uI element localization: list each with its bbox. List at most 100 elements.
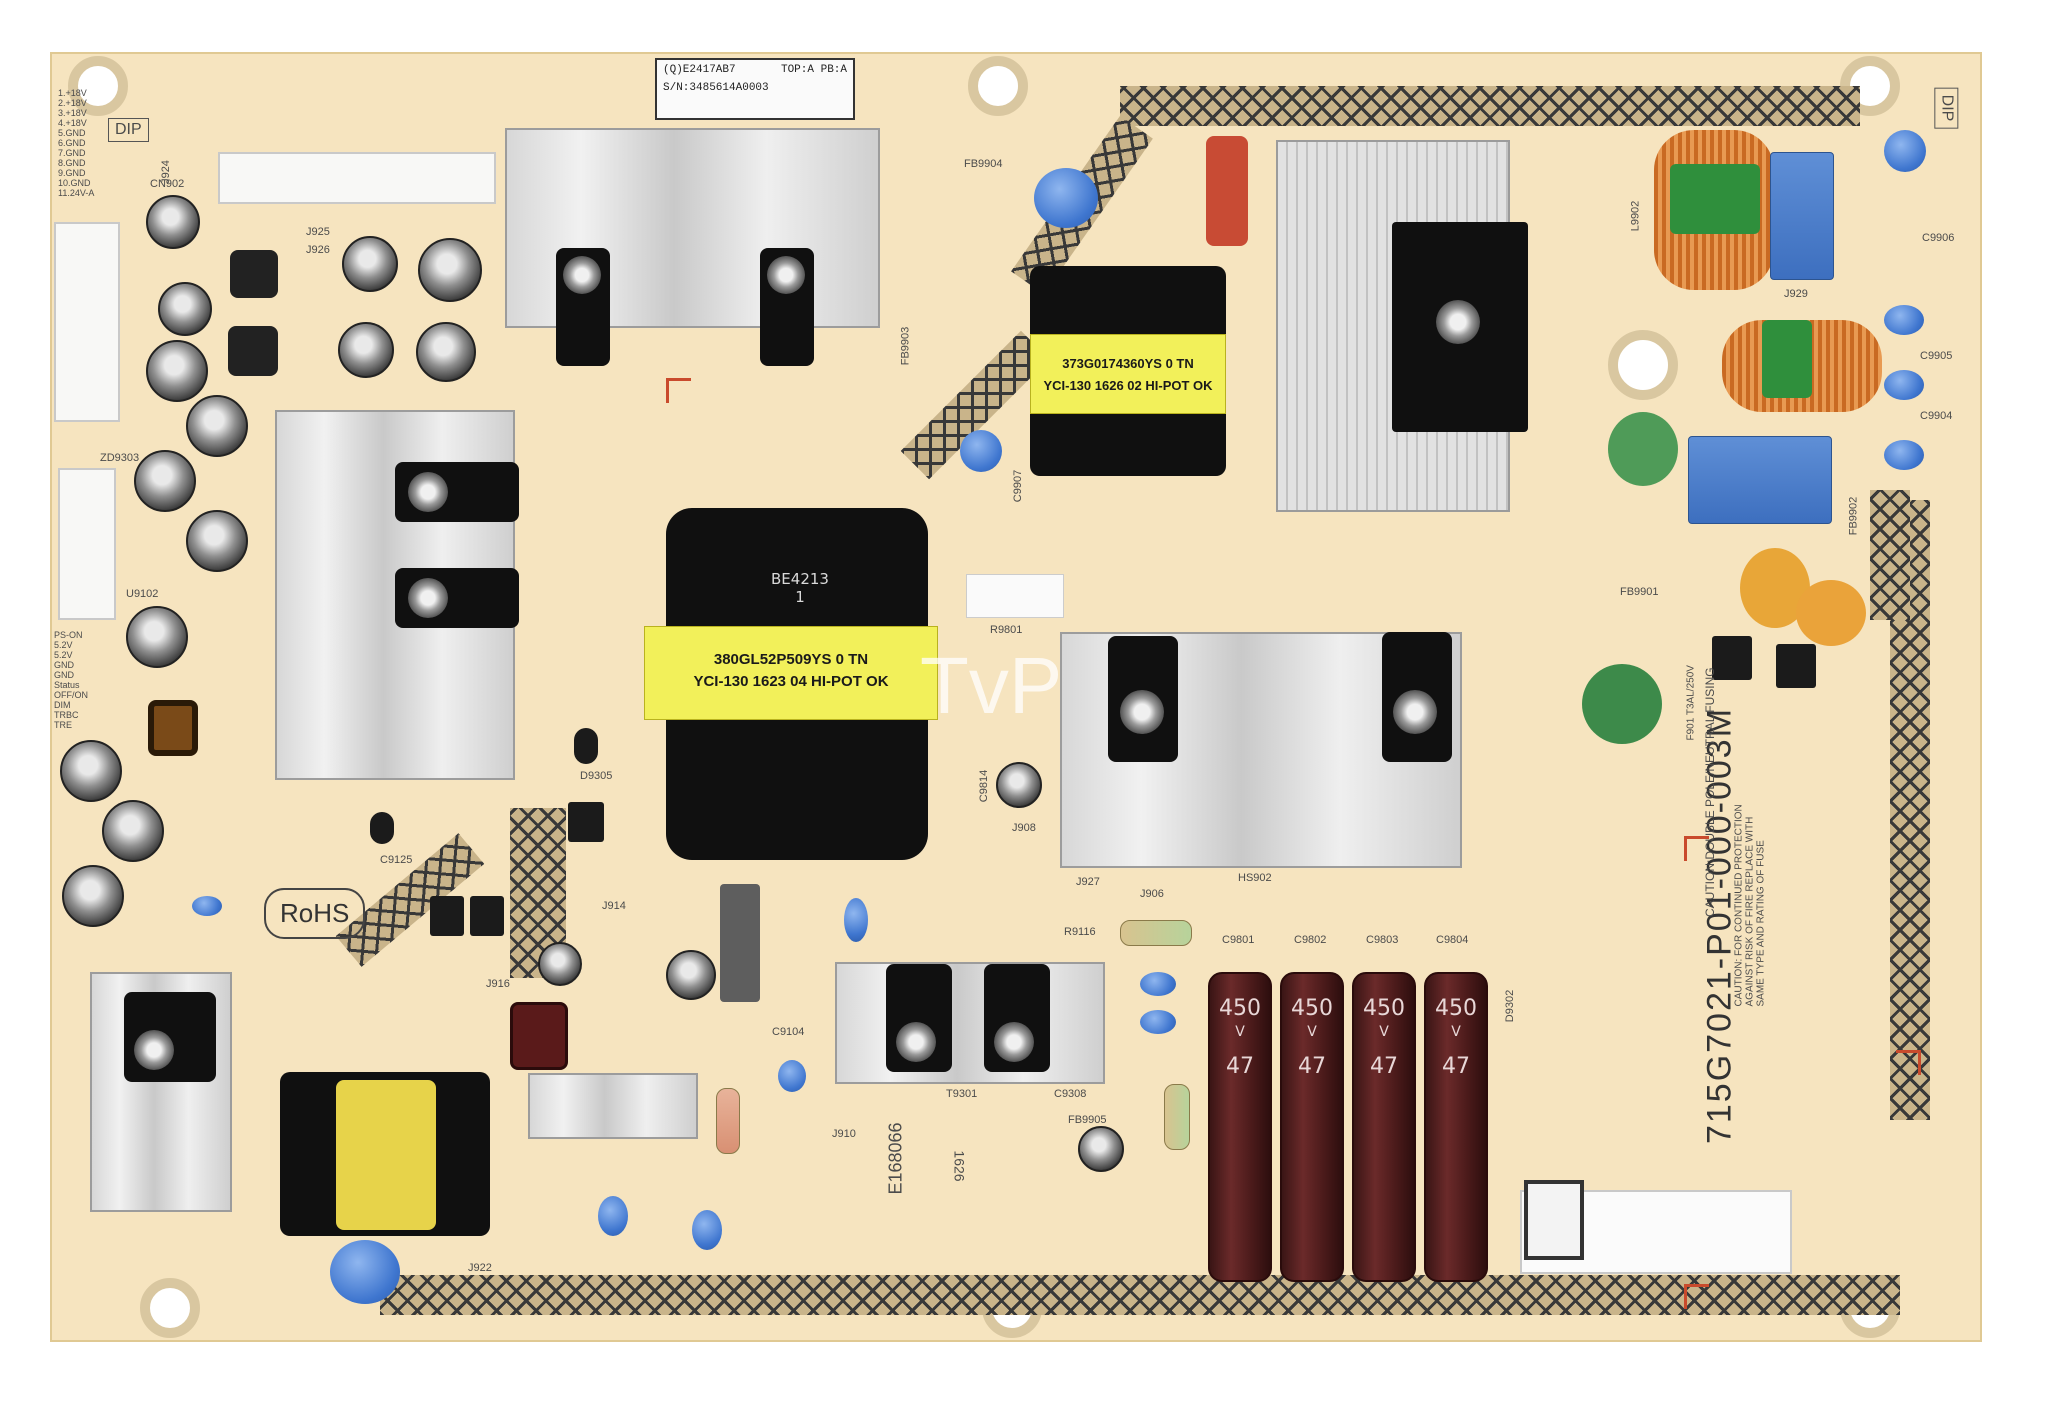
ref-designator: C9904: [1920, 410, 1953, 422]
screw: [1436, 300, 1480, 344]
screw: [1393, 690, 1437, 734]
pin-label: 6.GND: [58, 138, 86, 148]
ref-designator: J916: [486, 978, 510, 990]
transformer-main-label: 380GL52P509YS 0 TN YCI-130 1623 04 HI-PO…: [644, 626, 938, 720]
silk-bracket: [666, 378, 691, 403]
connector-cn902[interactable]: [218, 152, 496, 204]
ref-designator: ZD9303: [100, 452, 140, 464]
cap-voltage: 450: [1219, 996, 1261, 1021]
cap-unit: V: [1235, 1024, 1245, 1040]
ref-designator: FB9905: [1068, 1114, 1107, 1126]
y-capacitor: [960, 430, 1002, 472]
capacitor: [102, 800, 164, 862]
mounting-hole: [140, 1278, 200, 1338]
varistor: [1608, 412, 1678, 486]
ref-designator: C9803: [1366, 934, 1399, 946]
watermark: TvP: [920, 641, 1063, 730]
capacitor: [186, 395, 248, 457]
transformer-core-label: BE4213 1: [710, 570, 890, 606]
ref-designator: C9308: [1054, 1088, 1087, 1100]
cap-voltage: 450: [1363, 996, 1405, 1021]
cn-label: 5.2V: [54, 650, 73, 660]
ic-u9303: [470, 896, 504, 936]
screw: [1120, 690, 1164, 734]
connector-output[interactable]: [1524, 1180, 1584, 1260]
y-capacitor: [778, 1060, 806, 1092]
transformer-right-line2: YCI-130 1626 02 HI-POT OK: [1043, 378, 1213, 393]
y-capacitor: [598, 1196, 628, 1236]
screw: [134, 1030, 174, 1070]
cap-voltage: 450: [1435, 996, 1477, 1021]
y-capacitor: [844, 898, 868, 942]
ref-designator: C9125: [380, 854, 413, 866]
ic-u9102: [574, 728, 598, 764]
capacitor: [996, 762, 1042, 808]
y-capacitor: [1034, 168, 1098, 228]
ic-fuse-driver: [1712, 636, 1752, 680]
ref-designator: J908: [1012, 822, 1036, 834]
ref-designator: HS902: [1238, 872, 1272, 884]
y-capacitor: [192, 896, 222, 916]
sticker-serial: S/N:3485614A0003: [663, 82, 769, 94]
mounting-hole: [68, 56, 128, 116]
ic-optocoupler: [568, 802, 604, 842]
pin-label: 1.+18V: [58, 88, 87, 98]
capacitor: [146, 340, 208, 402]
screw: [408, 578, 448, 618]
bulk-capacitor: 450 V 47: [1280, 972, 1344, 1282]
ref-designator: J927: [1076, 876, 1100, 888]
pin-label: 11.24V-A: [58, 188, 95, 198]
silk-bracket: [1684, 836, 1709, 861]
cap-unit: V: [1379, 1024, 1389, 1040]
capacitor: [126, 606, 188, 668]
y-capacitor: [1884, 130, 1926, 172]
cn-label: 5.2V: [54, 640, 73, 650]
y-capacitor: [692, 1210, 722, 1250]
screw: [896, 1022, 936, 1062]
isolation-hatch-right-upper: [1870, 490, 1910, 620]
pin-label: 3.+18V: [58, 108, 87, 118]
cap-capacitance: 47: [1370, 1054, 1398, 1079]
film-capacitor: [1206, 136, 1248, 246]
inductor: [510, 1002, 568, 1070]
pin-label: 10.GND: [58, 178, 91, 188]
mounting-hole: [968, 56, 1028, 116]
ref-designator: CN902: [150, 178, 185, 190]
mounting-hole: [1608, 330, 1678, 400]
resistor-r9116: [1120, 920, 1192, 946]
core-label-text: BE4213: [771, 570, 829, 588]
ref-designator: C9804: [1436, 934, 1469, 946]
connector-cn903[interactable]: [54, 222, 120, 422]
date-code: 1626: [951, 1150, 968, 1182]
cap-unit: V: [1307, 1024, 1317, 1040]
screw: [563, 256, 601, 294]
y-capacitor: [1140, 972, 1176, 996]
dip-label-right: DIP: [1934, 87, 1959, 129]
thermistor: [1796, 580, 1866, 646]
capacitor: [158, 282, 212, 336]
y-capacitor: [1884, 370, 1924, 400]
pin-label: 5.GND: [58, 128, 86, 138]
cn-label: TRBC: [54, 710, 79, 720]
cn-label: Status: [54, 680, 80, 690]
screw: [767, 256, 805, 294]
heatsink-small-center: [528, 1073, 698, 1139]
capacitor: [62, 865, 124, 927]
capacitor: [418, 238, 482, 302]
connector-j922[interactable]: [58, 468, 116, 620]
capacitor: [134, 450, 196, 512]
cn-label: DIM: [54, 700, 71, 710]
sticker-model: (Q)E2417AB7: [663, 64, 736, 76]
core-label-sub: 1: [795, 588, 805, 606]
ref-designator: C9905: [1920, 350, 1953, 362]
ref-designator: C9907: [1012, 469, 1025, 503]
y-capacitor: [1884, 305, 1924, 335]
isolation-hatch-top: [1120, 86, 1860, 126]
serial-sticker: (Q)E2417AB7 TOP:A PB:A S/N:3485614A0003: [655, 58, 855, 120]
white-block: [966, 574, 1064, 618]
cn-label: TRE: [54, 720, 72, 730]
cn-label: GND: [54, 670, 74, 680]
ref-designator: C9906: [1922, 232, 1955, 244]
ref-designator: L9902: [1629, 200, 1642, 232]
ref-designator: C9104: [772, 1026, 805, 1038]
